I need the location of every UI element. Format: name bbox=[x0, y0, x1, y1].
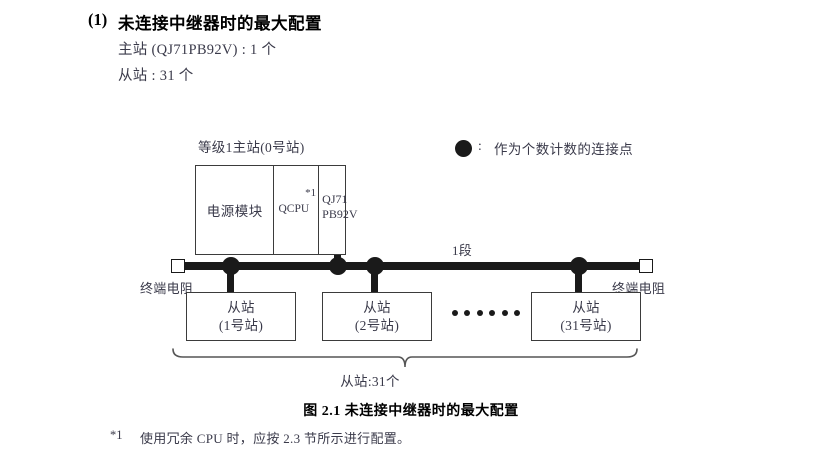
connection-point-slave-2 bbox=[366, 257, 384, 275]
slave-station-name: 从站 bbox=[227, 299, 255, 315]
qcpu-module: QCPU *1 bbox=[274, 166, 320, 254]
terminating-resistor-right-icon bbox=[639, 259, 653, 273]
bus-trunk-line bbox=[181, 262, 646, 270]
drop-line-slave-1 bbox=[227, 262, 234, 294]
power-supply-module: 电源模块 bbox=[196, 166, 275, 254]
qcpu-label: QCPU bbox=[278, 203, 310, 215]
footnote-text: 使用冗余 CPU 时，应按 2.3 节所示进行配置。 bbox=[140, 431, 411, 446]
legend-separator: : bbox=[478, 138, 482, 153]
slave-station-box: 从站 (31号站) bbox=[531, 292, 641, 341]
figure-caption: 图 2.1 未连接中继器时的最大配置 bbox=[303, 404, 519, 419]
terminating-resistor-left-label: 终端电阻 bbox=[140, 281, 194, 296]
slave-station-box: 从站 (1号站) bbox=[186, 292, 296, 341]
connection-point-slave-31 bbox=[570, 257, 588, 275]
slave-count-brace bbox=[170, 348, 640, 370]
slave-count-label: 从站:31个 bbox=[340, 374, 400, 389]
terminating-resistor-left-icon bbox=[171, 259, 185, 273]
slave-station-name: 从站 bbox=[363, 299, 391, 315]
slave-station-number: (1号站) bbox=[218, 317, 264, 333]
qcpu-footnote-marker: *1 bbox=[305, 187, 317, 199]
heading-number: (1) bbox=[88, 10, 108, 29]
connection-point-icon bbox=[455, 140, 472, 157]
qj71pb92v-line2: PB92V bbox=[322, 207, 358, 221]
spec-master-count: 主站 (QJ71PB92V) : 1 个 bbox=[118, 42, 277, 58]
connection-point-slave-1 bbox=[222, 257, 240, 275]
footnote-marker: *1 bbox=[110, 428, 123, 442]
page-title: 未连接中继器时的最大配置 bbox=[118, 14, 322, 33]
drop-line-slave-2 bbox=[371, 262, 378, 294]
connection-point-master bbox=[329, 257, 347, 275]
slave-station-box: 从站 (2号站) bbox=[322, 292, 432, 341]
qj71pb92v-line1: QJ71 bbox=[322, 192, 348, 206]
ellipsis-icon bbox=[452, 310, 520, 316]
segment-label: 1段 bbox=[452, 243, 473, 258]
slave-station-number: (2号站) bbox=[354, 317, 400, 333]
legend-label: 作为个数计数的连接点 bbox=[494, 142, 633, 157]
slave-station-number: (31号站) bbox=[560, 317, 612, 333]
spec-slave-count: 从站 : 31 个 bbox=[118, 68, 194, 84]
slave-station-name: 从站 bbox=[572, 299, 600, 315]
drop-line-slave-31 bbox=[575, 262, 582, 294]
master-station-caption: 等级1主站(0号站) bbox=[198, 140, 305, 155]
